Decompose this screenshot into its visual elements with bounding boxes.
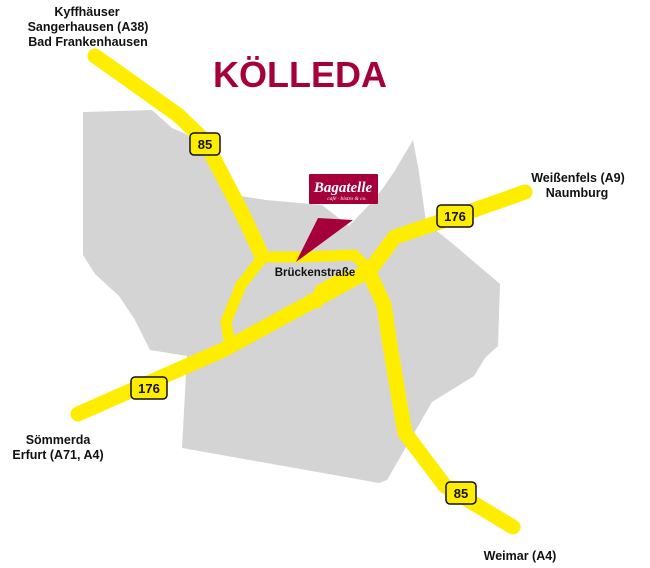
shield-box bbox=[436, 204, 474, 228]
destination-label: Sömmerda bbox=[26, 433, 92, 447]
location-marker[interactable]: Bagatelle café · bistro & co. bbox=[296, 174, 378, 262]
bagatelle-logo bbox=[309, 174, 378, 204]
shield-b85-south: 85 bbox=[445, 481, 477, 505]
location-pointer-icon bbox=[296, 218, 353, 262]
street-label: Brückenstraße bbox=[275, 267, 356, 279]
destination-south: Weimar (A4) bbox=[484, 549, 557, 563]
shield-b176-east: 176 bbox=[436, 204, 474, 228]
road-town-loop bbox=[220, 249, 376, 346]
road-b85-north bbox=[87, 48, 270, 264]
bagatelle-logo-name: Bagatelle bbox=[313, 180, 373, 196]
destination-label: Weißenfels (A9) bbox=[531, 171, 625, 185]
town-area bbox=[83, 110, 500, 483]
shield-box bbox=[189, 132, 221, 156]
destination-label: Kyffhäuser bbox=[54, 5, 119, 19]
city-title: KÖLLEDA bbox=[213, 54, 387, 95]
shield-label: 176 bbox=[444, 209, 466, 224]
shield-label: 176 bbox=[138, 381, 160, 396]
shield-box bbox=[445, 481, 477, 505]
bagatelle-logo-subtitle: café · bistro & co. bbox=[327, 195, 367, 202]
road-town-connector bbox=[311, 270, 351, 309]
shield-label: 85 bbox=[198, 137, 212, 152]
destination-label: Bad Frankenhausen bbox=[28, 35, 147, 49]
destination-northeast: Weißenfels (A9) Naumburg bbox=[531, 171, 625, 200]
destination-northwest: Kyffhäuser Sangerhausen (A38) Bad Franke… bbox=[28, 5, 149, 49]
destination-label: Weimar (A4) bbox=[484, 549, 557, 563]
shield-label: 85 bbox=[454, 486, 468, 501]
shield-box bbox=[130, 376, 168, 400]
destination-southwest: Sömmerda Erfurt (A71, A4) bbox=[12, 433, 103, 462]
road-b85-south bbox=[359, 260, 521, 535]
shield-b176-west: 176 bbox=[130, 376, 168, 400]
destination-label: Erfurt (A71, A4) bbox=[12, 448, 103, 462]
destination-label: Sangerhausen (A38) bbox=[28, 20, 149, 34]
shield-b85-north: 85 bbox=[189, 132, 221, 156]
destination-label: Naumburg bbox=[546, 186, 609, 200]
